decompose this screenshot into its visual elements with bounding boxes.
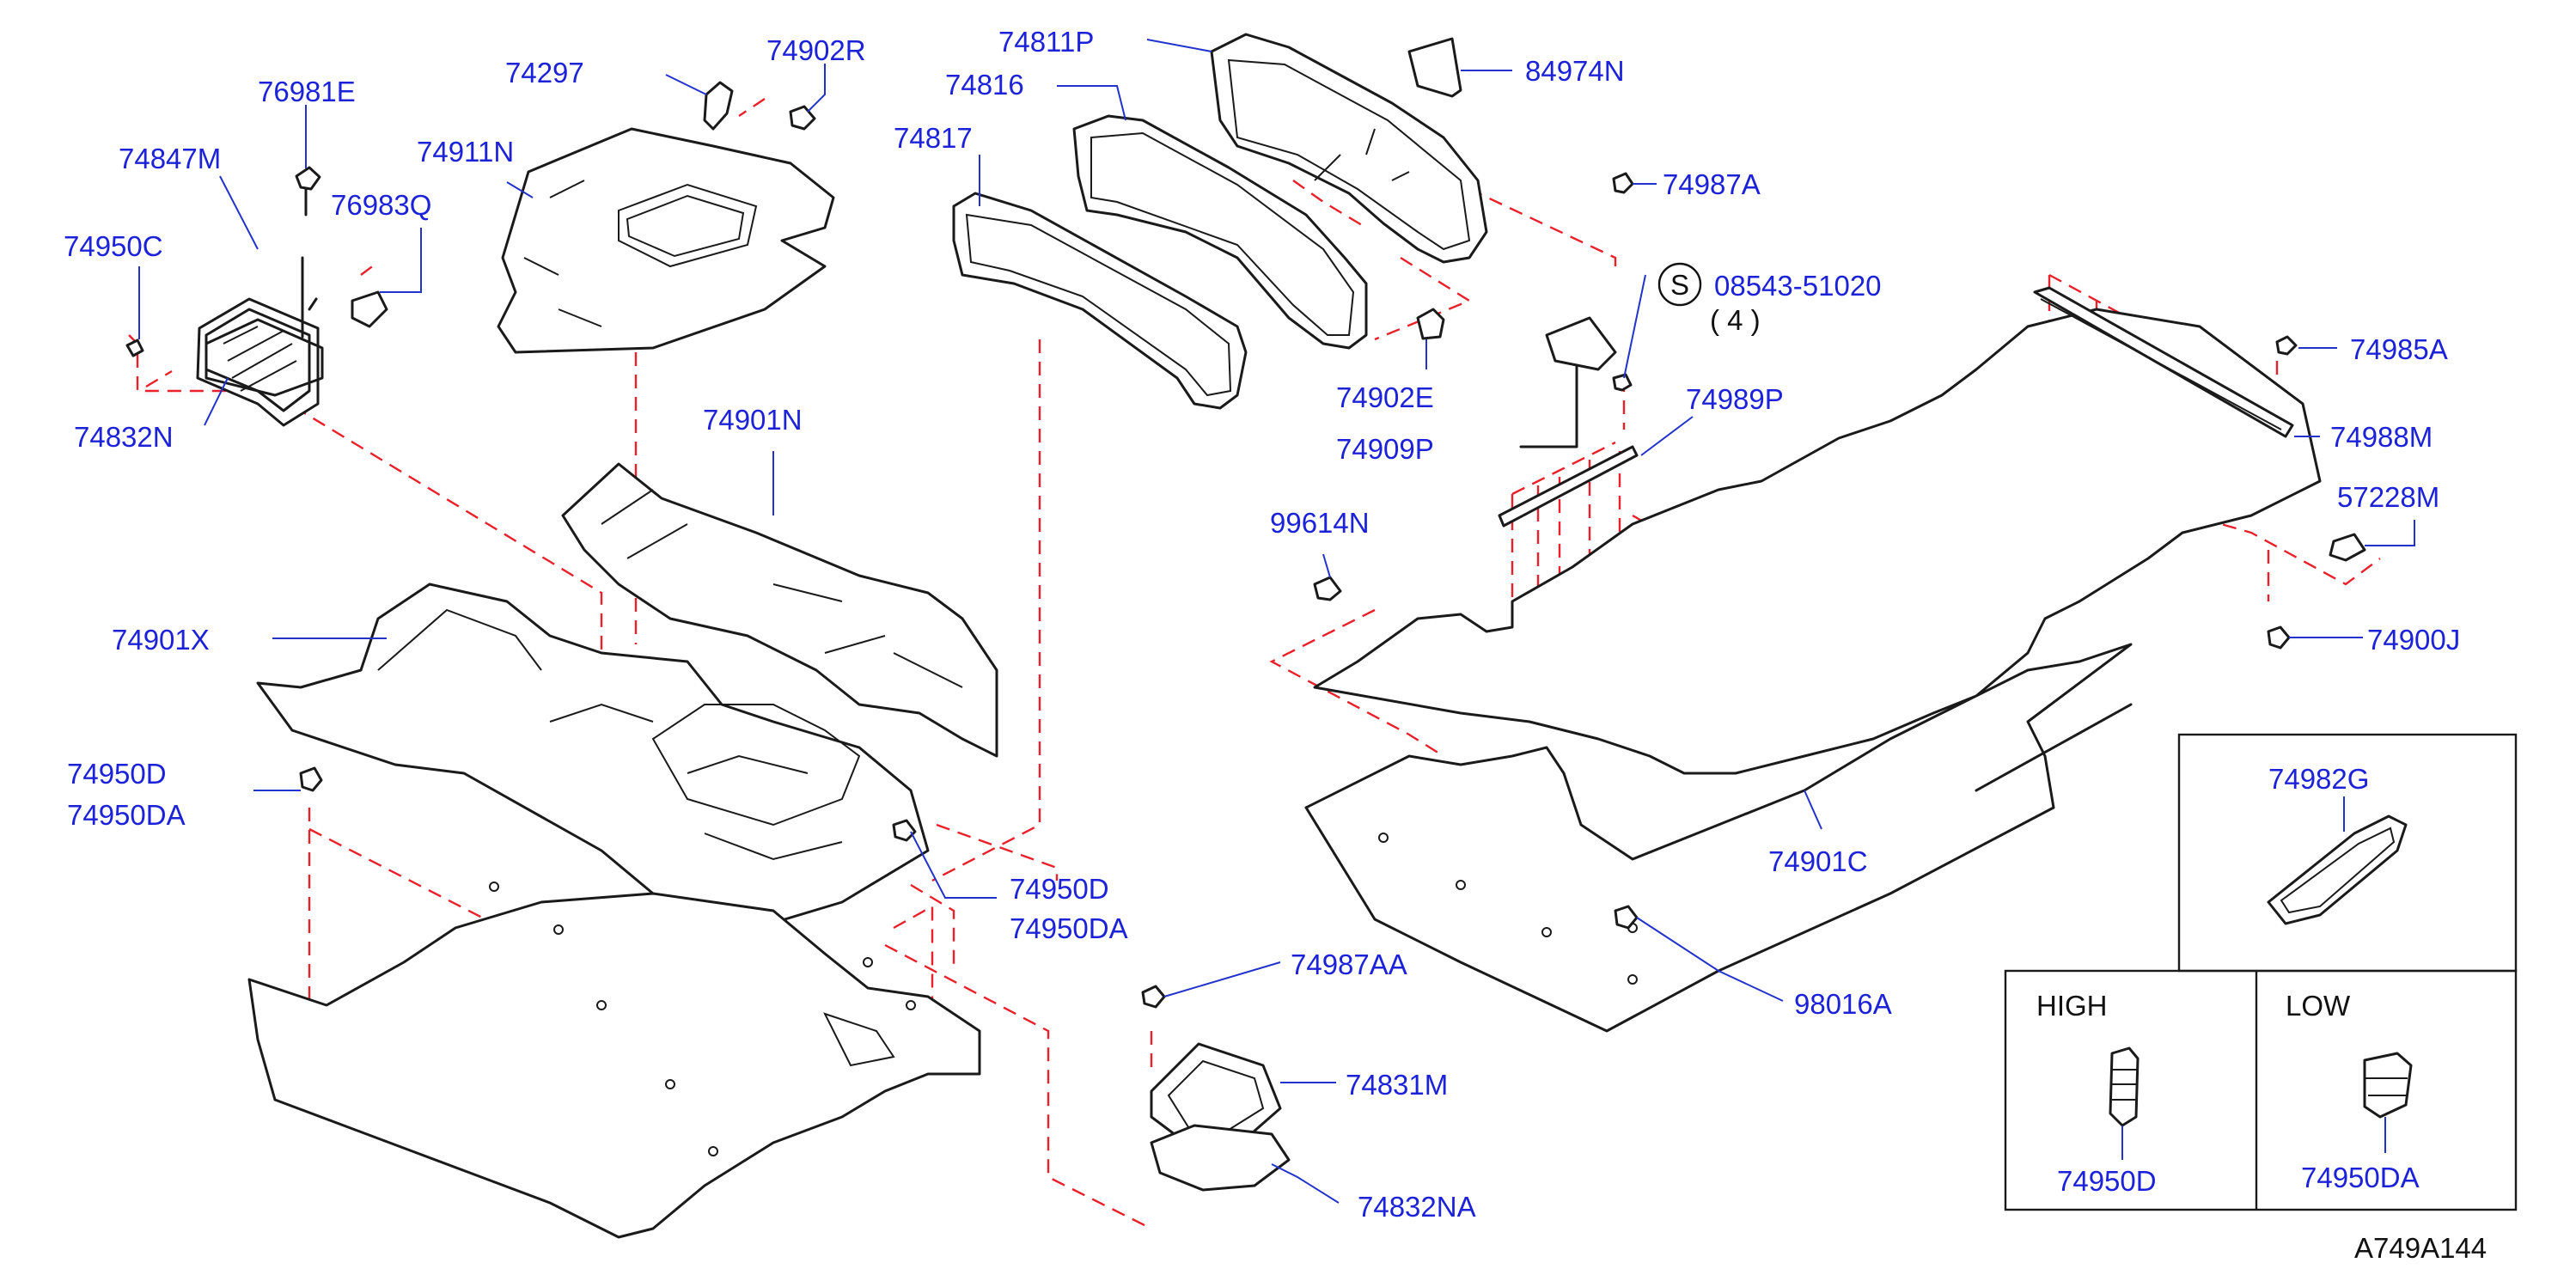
label-74950da-mid[interactable]: 74950DA [1010,912,1128,944]
part-74817-74816-74811p [952,33,1488,410]
label-74900j[interactable]: 74900J [2367,624,2460,656]
label-74831m[interactable]: 74831M [1346,1069,1448,1101]
label-84974n[interactable]: 84974N [1525,55,1625,87]
label-74811p[interactable]: 74811P [998,26,1094,58]
part-floor-insulator-left [247,882,981,1239]
label-76981e[interactable]: 76981E [258,76,356,107]
diagram-code: A749A144 [2354,1232,2487,1264]
label-74847m[interactable]: 74847M [119,143,221,174]
grommet-74982g [2267,814,2408,925]
label-57228m[interactable]: 57228M [2337,481,2439,513]
label-74987a[interactable]: 74987A [1663,168,1761,200]
label-74901c[interactable]: 74901C [1768,845,1868,877]
part-74911n [497,81,835,354]
part-74988m-rail [299,172,2366,930]
inset-box-high-low [2004,969,2518,1211]
clip-high-74950d [2109,1046,2140,1127]
label-74988m[interactable]: 74988M [2330,421,2433,453]
label-74989p[interactable]: 74989P [1686,383,1784,415]
label-74909p[interactable]: 74909P [1336,433,1434,465]
label-74950d-left[interactable]: 74950D [67,758,167,790]
leader-lines [138,39,2415,1204]
label-74297[interactable]: 74297 [505,57,584,88]
label-74902r[interactable]: 74902R [766,34,866,66]
label-74817[interactable]: 74817 [894,122,973,154]
label-high: HIGH [2036,990,2108,1022]
label-74816[interactable]: 74816 [945,69,1024,101]
part-74847m-74832n [125,166,388,427]
alignment-guides [128,98,2381,1230]
inset-clips [2004,969,2518,1211]
label-74902e[interactable]: 74902E [1336,381,1434,413]
label-76983q[interactable]: 76983Q [331,189,431,221]
label-74982g[interactable]: 74982G [2268,763,2369,795]
label-74901x[interactable]: 74901X [112,624,210,656]
label-74950d-mid[interactable]: 74950D [1010,873,1109,905]
part-74901n [561,462,998,758]
label-low: LOW [2286,990,2351,1022]
label-74832na[interactable]: 74832NA [1358,1191,1476,1223]
label-74950da-box[interactable]: 74950DA [2301,1162,2420,1193]
label-74832n[interactable]: 74832N [74,421,174,453]
clip-low-74950da [2363,1052,2413,1119]
label-qty-4: ( 4 ) [1710,304,1761,336]
label-74950c[interactable]: 74950C [64,230,163,262]
label-74987aa[interactable]: 74987AA [1291,949,1407,980]
part-labels: 76981E 74847M 74950C 76983Q 74832N 74297… [64,26,2487,1264]
label-74901n[interactable]: 74901N [703,404,803,436]
label-98016a[interactable]: 98016A [1794,988,1892,1020]
label-74950da-left[interactable]: 74950DA [67,799,186,831]
label-74985a[interactable]: 74985A [2350,333,2448,365]
label-99614n[interactable]: 99614N [1270,507,1370,539]
label-74911n[interactable]: 74911N [417,136,514,168]
part-74901x [256,583,930,930]
standard-part-symbol [1657,262,1702,307]
label-08543-51020[interactable]: 08543-51020 [1714,270,1882,302]
part-74831m-74832na [1141,985,1291,1192]
label-74950d-box[interactable]: 74950D [2057,1165,2157,1197]
part-74901c [1304,308,2322,1033]
inset-grommet [2177,733,2518,973]
label-symbol-s: S [1670,269,1689,301]
